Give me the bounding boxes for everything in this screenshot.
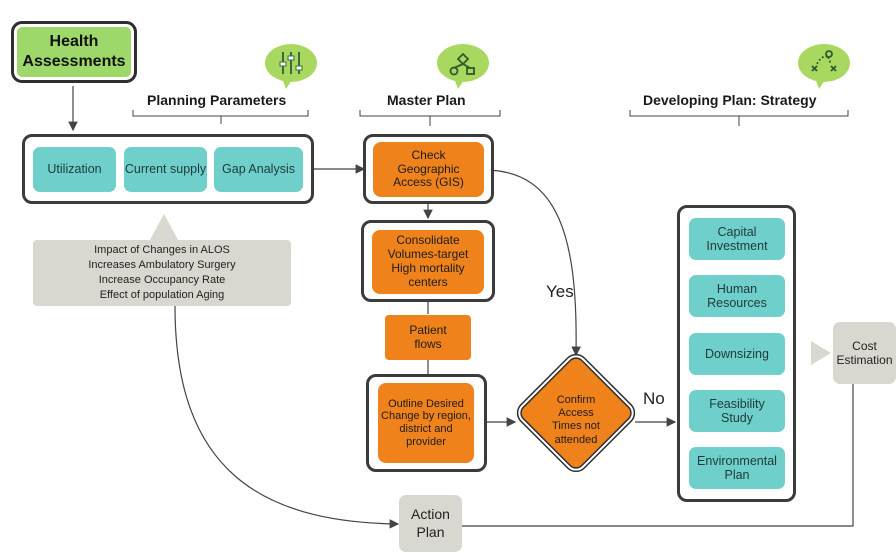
brace-strategy xyxy=(629,110,849,126)
health-assessments-label: Health Assessments xyxy=(22,33,126,70)
decision-label: Confirm Access Times not attended xyxy=(552,394,600,446)
cost-estimation-box: Cost Estimation xyxy=(833,322,896,384)
health-assessments-box: Health Assessments xyxy=(11,21,137,83)
factor-item: Effect of population Aging xyxy=(99,288,225,301)
no-label: No xyxy=(643,389,665,408)
action-plan-box: Action Plan xyxy=(399,495,462,552)
network-icon xyxy=(437,44,489,89)
heading-master-plan: Master Plan xyxy=(387,92,466,108)
cost-pointer xyxy=(811,341,831,365)
brace-master xyxy=(359,110,501,126)
patient-flows-box: Patient flows xyxy=(385,315,471,360)
factors-box: Impact of Changes in ALOS Increases Ambu… xyxy=(33,240,291,306)
downsizing-box: Downsizing xyxy=(689,333,785,375)
brace-planning xyxy=(132,110,309,124)
capital-investment-box: Capital Investment xyxy=(689,218,785,260)
line-action-to-cost xyxy=(462,384,854,527)
arrow-factors-to-action xyxy=(174,305,400,529)
heading-planning-parameters: Planning Parameters xyxy=(147,92,287,108)
utilization-box: Utilization xyxy=(33,147,116,192)
environmental-plan-box: Environmental Plan xyxy=(689,447,785,489)
sliders-icon xyxy=(265,44,317,89)
factor-item: Increase Occupancy Rate xyxy=(98,274,226,286)
factors-pointer xyxy=(150,214,178,240)
feasibility-study-box: Feasibility Study xyxy=(689,390,785,432)
factor-item: Impact of Changes in ALOS xyxy=(94,244,230,257)
current-supply-box: Current supply xyxy=(124,147,207,192)
human-resources-box: Human Resources xyxy=(689,275,785,317)
factor-item: Increases Ambulatory Surgery xyxy=(88,259,236,272)
gap-analysis-box: Gap Analysis xyxy=(214,147,303,192)
arrow-check-to-decision xyxy=(483,169,581,357)
strategy-icon xyxy=(798,44,850,89)
consolidate-box: Consolidate Volumes-target High mortalit… xyxy=(372,230,484,294)
outline-box: Outline Desired Change by region, distri… xyxy=(378,383,474,463)
check-access-box: Check Geographic Access (GIS) xyxy=(373,142,484,197)
heading-strategy: Developing Plan: Strategy xyxy=(643,92,817,108)
yes-label: Yes xyxy=(546,282,574,301)
